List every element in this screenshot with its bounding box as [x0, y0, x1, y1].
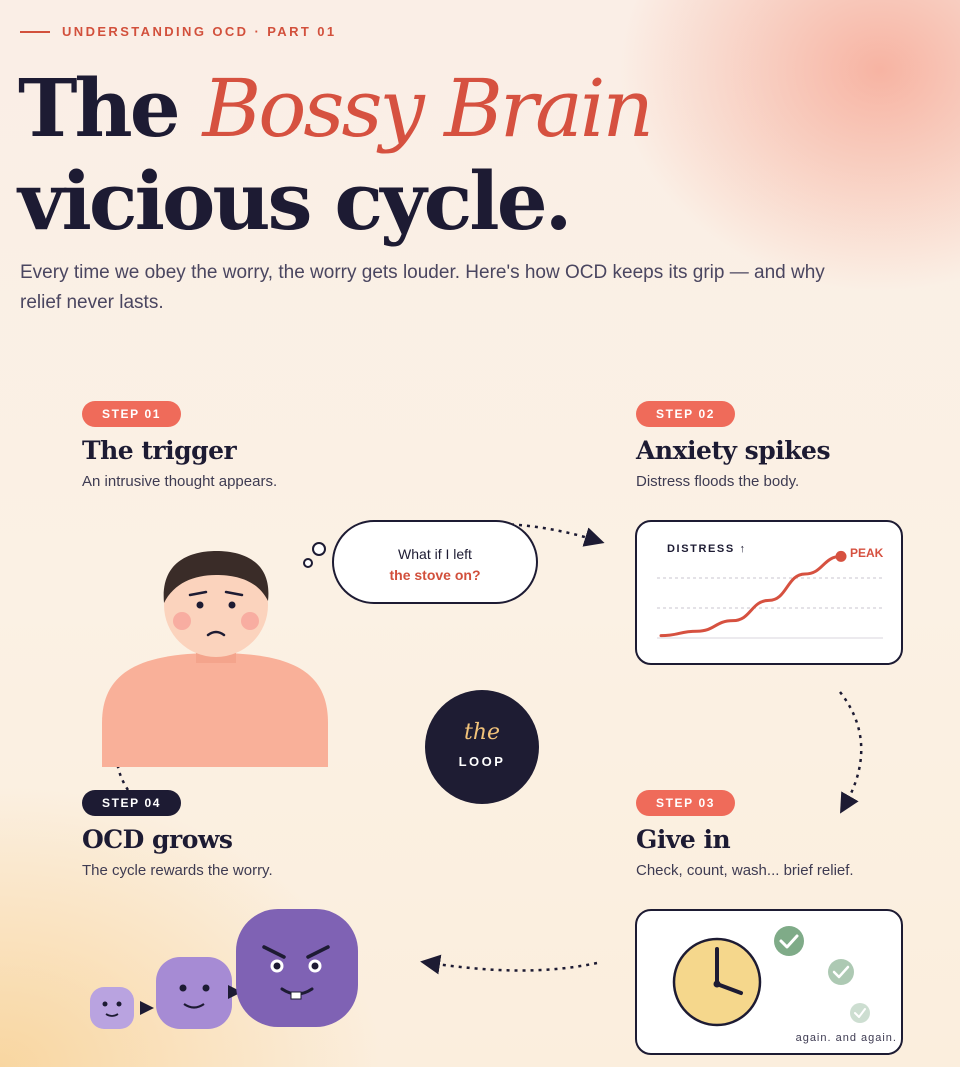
monster-medium: [156, 957, 232, 1029]
step-03-subtitle: Check, count, wash... brief relief.: [636, 862, 854, 879]
step-02-title: Anxiety spikes: [636, 436, 831, 465]
arrow-anxiety-to-givein: [839, 691, 863, 814]
title-plain: The: [18, 61, 203, 155]
clock-icon: [672, 937, 762, 1027]
grow-arrow-1: [140, 1001, 154, 1015]
step-03-badge: STEP 03: [636, 790, 736, 816]
relief-illustration: [672, 926, 870, 1027]
relief-caption: again. and again.: [795, 1032, 897, 1044]
step-01-badge: STEP 01: [82, 401, 182, 427]
relief-card: again. and again.: [635, 909, 903, 1055]
distress-chart-card: DISTRESS ↑ PEAK: [635, 520, 903, 665]
title-line-2: vicious cycle.: [18, 154, 572, 248]
step-02-badge: STEP 02: [636, 401, 736, 427]
loop-badge: the LOOP: [425, 690, 539, 804]
loop-the: the: [463, 720, 501, 745]
thought-dot-large: [312, 542, 326, 556]
title-line-1: The Bossy Brain: [18, 61, 654, 156]
peak-point: [835, 550, 847, 562]
intro-paragraph: Every time we obey the worry, the worry …: [20, 262, 825, 313]
loop-word: LOOP: [458, 754, 506, 769]
growing-monsters-illustration: [90, 909, 358, 1029]
kicker: UNDERSTANDING OCD · PART 01: [20, 24, 337, 39]
step-04-badge: STEP 04: [82, 790, 182, 816]
thought-line-2: the stove on?: [389, 567, 481, 583]
thought-dot-small: [303, 558, 313, 568]
kicker-text: UNDERSTANDING OCD · PART 01: [62, 24, 337, 39]
arrow-givein-to-grows: [420, 954, 598, 975]
step-04-title: OCD grows: [82, 825, 233, 854]
distress-line: [659, 554, 843, 638]
worried-person-illustration: [102, 551, 328, 767]
step-01-title: The trigger: [82, 436, 237, 465]
page-title: The Bossy Brain vicious cycle.: [18, 61, 654, 248]
monster-large: [236, 909, 358, 1027]
grow-arrow-2: [228, 985, 242, 999]
thought-bubble: What if I left the stove on?: [332, 520, 538, 604]
chart-ylabel: DISTRESS ↑: [667, 543, 747, 555]
kicker-rule: [20, 30, 50, 33]
check-icon: [774, 926, 804, 956]
step-02-subtitle: Distress floods the body.: [636, 473, 800, 490]
title-accent: Bossy Brain: [202, 62, 654, 155]
thought-line-1: What if I left: [398, 546, 472, 562]
step-03-title: Give in: [636, 825, 731, 854]
distress-chart: [657, 550, 883, 639]
monster-small: [90, 987, 134, 1029]
step-04-subtitle: The cycle rewards the worry.: [82, 862, 273, 879]
step-01-subtitle: An intrusive thought appears.: [82, 473, 278, 490]
check-icon-faded: [828, 959, 854, 985]
check-icon-faint: [850, 1003, 870, 1023]
chart-peak-label: PEAK: [850, 546, 884, 560]
